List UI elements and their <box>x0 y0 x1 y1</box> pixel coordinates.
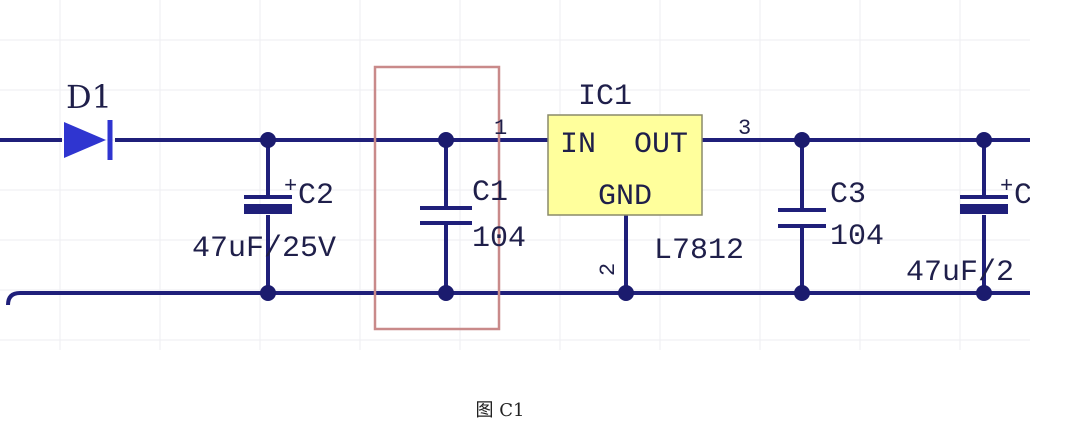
ic1-pin-in-label: IN <box>560 128 596 162</box>
regulator-ic1: IC1 IN OUT GND 1 3 2 L7812 <box>494 80 751 276</box>
bottom-rail <box>6 291 1030 306</box>
node-c3-top <box>794 132 810 148</box>
schematic-diagram: D1 + C2 47uF/25V C1 104 IC1 IN OUT GND 1… <box>0 0 1033 350</box>
c3-ref-label: C3 <box>830 178 866 212</box>
c4-ref-label: C <box>1014 179 1032 213</box>
capacitor-c1: C1 104 <box>420 176 526 256</box>
junction-nodes <box>260 132 992 301</box>
node-c4-bottom <box>976 285 992 301</box>
node-c2-bottom <box>260 285 276 301</box>
node-c2-top <box>260 132 276 148</box>
diode-d1: D1 <box>64 78 113 160</box>
node-c1-bottom <box>438 285 454 301</box>
node-c1-top <box>438 132 454 148</box>
capacitor-c2: + C2 47uF/25V <box>192 174 336 266</box>
ic1-body <box>547 114 703 216</box>
node-gnd <box>618 285 634 301</box>
ic1-part-label: L7812 <box>654 234 744 268</box>
node-c3-bottom <box>794 285 810 301</box>
figure-caption: 图 C1 <box>475 400 525 421</box>
capacitor-c4-partial: + C 47uF/2 <box>906 174 1032 290</box>
diode-ref-label: D1 <box>66 78 112 116</box>
c2-ref-label: C2 <box>298 179 334 213</box>
c4-value-label: 47uF/2 <box>906 256 1014 290</box>
node-c4-top <box>976 132 992 148</box>
ic1-ref-label: IC1 <box>578 80 632 114</box>
c2-polarity: + <box>284 174 297 199</box>
diode-triangle <box>64 122 106 158</box>
c1-ref-label: C1 <box>472 176 508 210</box>
ic1-pin3-label: 3 <box>738 116 751 141</box>
grid <box>0 0 1030 350</box>
ic1-pin2-label: 2 <box>596 263 621 276</box>
c3-value-label: 104 <box>830 220 884 254</box>
ic1-pin-out-label: OUT <box>634 128 688 162</box>
c1-value-label: 104 <box>472 222 526 256</box>
capacitor-c3: C3 104 <box>778 178 884 254</box>
c1-highlight-box <box>373 65 501 331</box>
c4-polarity: + <box>1000 174 1013 199</box>
ic1-pin1-label: 1 <box>494 116 507 141</box>
ic1-pin-gnd-label: GND <box>598 180 652 214</box>
c2-value-label: 47uF/25V <box>192 232 336 266</box>
